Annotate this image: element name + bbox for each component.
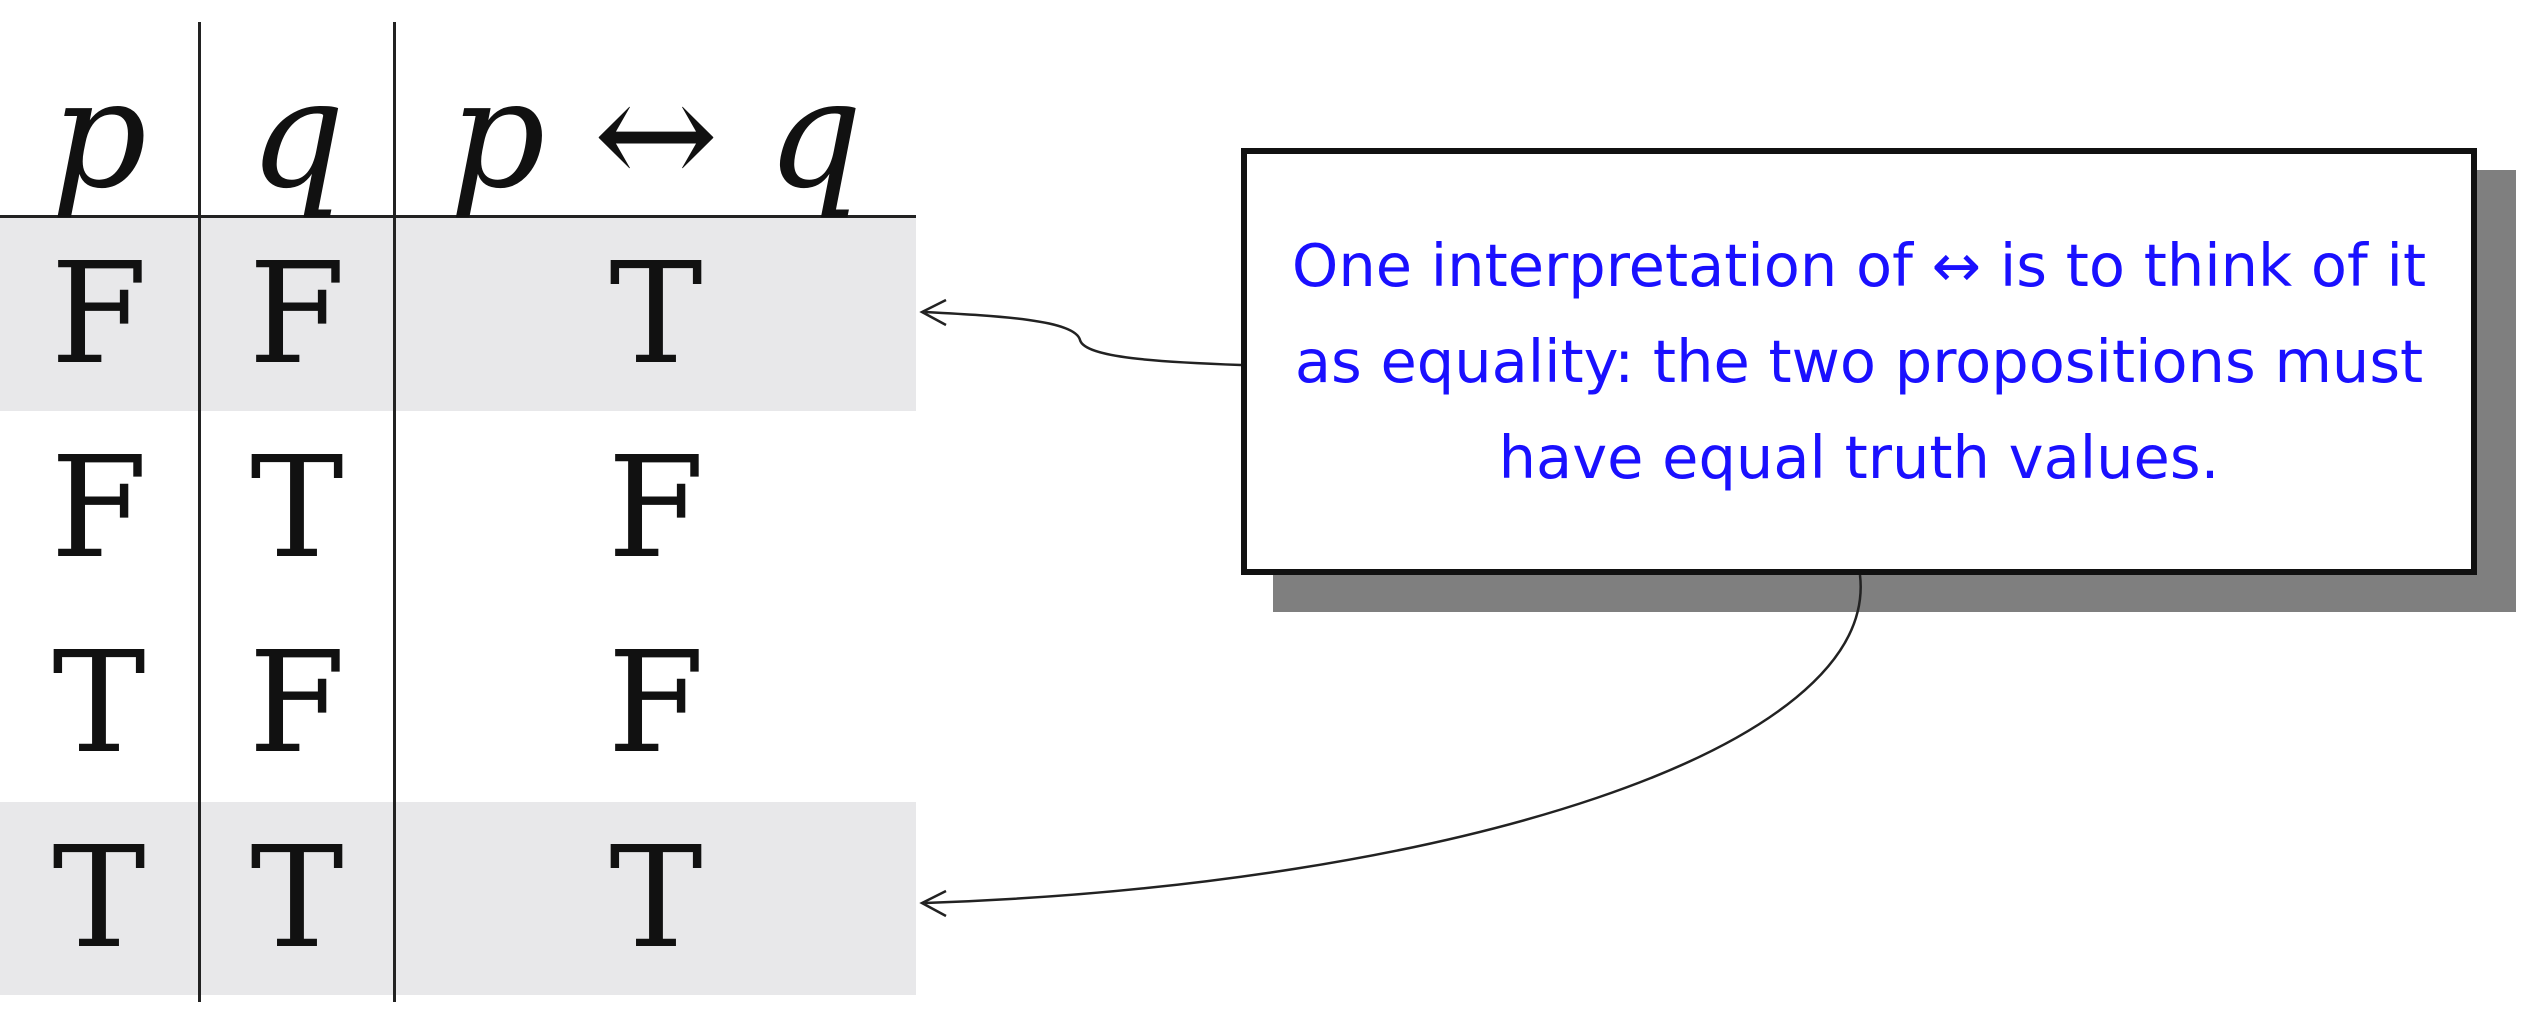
column-separator-2 [393,22,396,1002]
cell-r1-result: T [609,232,703,396]
column-separator-1 [198,22,201,1002]
cell-r1-q: F [248,232,346,396]
row-highlight-4 [0,802,916,995]
cell-r2-q: T [250,426,344,590]
connector-to-row-4 [924,574,1862,905]
arrowhead-row-4 [919,889,947,918]
callout-text: One interpretation of ↔ is to think of i… [1291,230,2427,492]
cell-r2-result: F [607,426,705,590]
cell-r4-p: T [52,816,146,980]
connector-to-row-1 [924,310,1242,367]
header-p-iff-q: p ↔ q [449,48,863,222]
header-q: q [248,48,346,222]
cell-r3-p: T [52,621,146,785]
arrowhead-row-1 [919,298,947,327]
header-separator [0,215,916,218]
cell-r2-p: F [50,426,148,590]
cell-r1-p: F [50,232,148,396]
row-highlight-1 [0,218,916,411]
cell-r3-q: F [248,621,346,785]
cell-r3-result: F [607,621,705,785]
callout-box: One interpretation of ↔ is to think of i… [1241,148,2477,575]
cell-r4-q: T [250,816,344,980]
cell-r4-result: T [609,816,703,980]
header-p: p [50,48,148,222]
